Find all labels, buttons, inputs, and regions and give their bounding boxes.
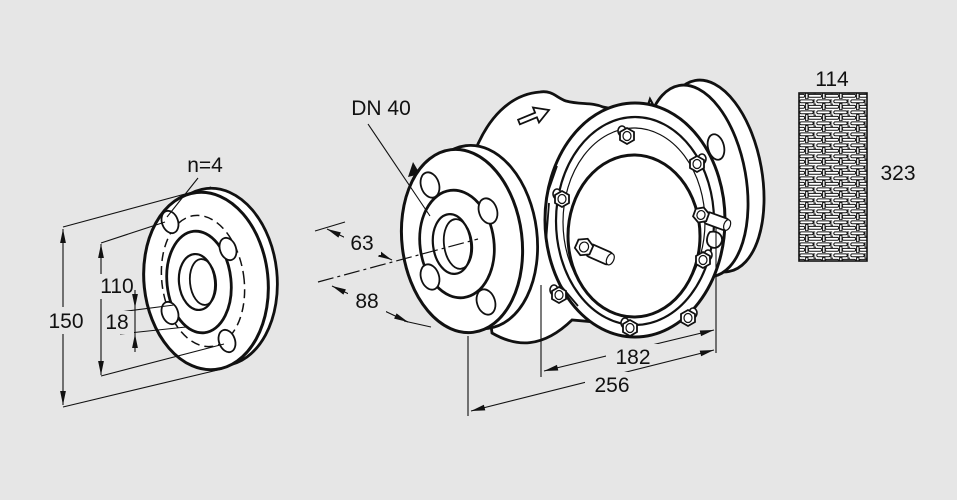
- dim-110-label: 110: [100, 275, 133, 298]
- dim-18-label: 18: [105, 311, 128, 334]
- mating-flange-drawing: [142, 186, 279, 372]
- drain-plug-side: [692, 206, 732, 231]
- inlet-bolt-holes: [419, 171, 499, 316]
- dim-323-label: 323: [880, 162, 915, 185]
- flange-bore-inner-edge: [188, 258, 218, 306]
- dim-150: 150: [44, 186, 223, 408]
- dim-182-label: 182: [615, 346, 650, 369]
- strainer-body-drawing: [317, 78, 766, 345]
- dn-label: DN 40: [351, 97, 411, 120]
- cover-dome: [566, 153, 702, 319]
- mesh-swatch: [798, 92, 868, 262]
- plug-seal-loop: [706, 230, 723, 249]
- dim-18: 18: [102, 290, 187, 352]
- dim-63: 63: [314, 221, 393, 261]
- drain-plug-center: [573, 237, 615, 266]
- screen-mesh-drawing: 114 323: [798, 68, 916, 262]
- dim-110: 110: [96, 221, 225, 377]
- bolt-count-label: n=4: [187, 154, 223, 177]
- bolt-circle-dashed: [160, 214, 246, 348]
- dim-256-label: 256: [594, 374, 629, 397]
- dim-114-label: 114: [815, 68, 849, 91]
- dim-256: 256: [467, 336, 715, 416]
- flange-bolt-holes: [160, 209, 238, 354]
- dim-88-label: 88: [355, 290, 378, 313]
- flow-direction-arrow: [516, 106, 551, 126]
- inlet-bore: [431, 213, 473, 275]
- dim-88: 88: [331, 285, 432, 328]
- inlet-flange: [399, 143, 539, 335]
- dim-63-label: 63: [350, 232, 373, 255]
- flange-bore: [177, 252, 217, 312]
- axis-centerline: [317, 238, 479, 283]
- bolt-count-callout: n=4: [166, 154, 223, 218]
- cover-bolts: [549, 125, 713, 338]
- dim-150-label: 150: [48, 310, 83, 333]
- dn-callout: DN 40: [351, 97, 431, 217]
